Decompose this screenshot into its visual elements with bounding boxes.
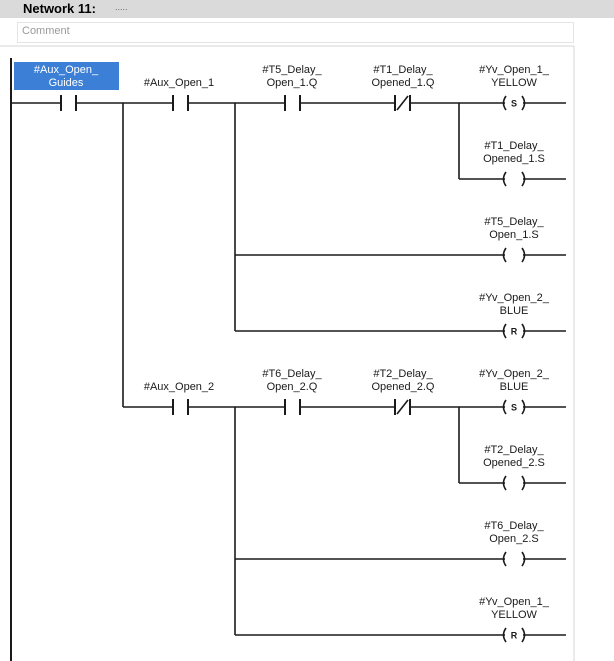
coil-t1-delay-opened-1-s[interactable]: #T1_Delay_ Opened_1.S xyxy=(483,140,545,187)
contact-t5-delay-open-1-q[interactable]: #T5_Delay_ Open_1.Q xyxy=(262,64,323,111)
coil-left-arc xyxy=(502,399,507,415)
nc-slash xyxy=(396,95,409,111)
operand-line: #Aux_Open_1 xyxy=(144,77,214,89)
operand-line: Guides xyxy=(49,77,84,89)
coil-t2-delay-opened-2-s[interactable]: #T2_Delay_ Opened_2.S xyxy=(483,444,545,491)
coil-t5-delay-open-1-s[interactable]: #T5_Delay_ Open_1.S xyxy=(484,216,545,263)
coil-left-arc xyxy=(502,95,507,111)
coil-right-arc xyxy=(521,323,526,339)
operand-line: BLUE xyxy=(500,381,529,393)
reset-coil-yv-open-2-blue[interactable]: #Yv_Open_2_ BLUE R xyxy=(479,292,550,339)
coil-symbol: R xyxy=(511,327,518,337)
operand-line: Opened_1.S xyxy=(483,153,545,165)
operand-selection-highlight xyxy=(14,62,119,90)
operand-line: #Aux_Open_2 xyxy=(144,381,214,393)
operand-line: #T5_Delay_ xyxy=(484,216,544,228)
comment-placeholder: Comment xyxy=(22,25,70,37)
operand-line: Open_2.S xyxy=(489,533,539,545)
coil-left-arc xyxy=(502,323,507,339)
nc-contact-t2-delay-opened-2-q[interactable]: #T2_Delay_ Opened_2.Q xyxy=(372,368,435,415)
operand-line: #T6_Delay_ xyxy=(262,368,322,380)
operand-line: Opened_2.S xyxy=(483,457,545,469)
operand-line: Open_2.Q xyxy=(267,381,318,393)
operand-line: #Yv_Open_1_ xyxy=(479,596,550,608)
operand-line: #T2_Delay_ xyxy=(373,368,433,380)
set-coil-yv-open-1-yellow[interactable]: #Yv_Open_1_ YELLOW S xyxy=(479,64,550,111)
reset-coil-yv-open-1-yellow[interactable]: #Yv_Open_1_ YELLOW R xyxy=(479,596,550,643)
coil-right-arc xyxy=(521,551,526,567)
operand-line: #T6_Delay_ xyxy=(484,520,544,532)
operand-line: Opened_1.Q xyxy=(372,77,435,89)
operand-line: #T5_Delay_ xyxy=(262,64,322,76)
operand-line: #Yv_Open_2_ xyxy=(479,292,550,304)
contact-aux-open-guides[interactable]: #Aux_Open_ Guides xyxy=(14,62,119,111)
operand-line: YELLOW xyxy=(491,609,537,621)
coil-left-arc xyxy=(502,247,507,263)
contact-t6-delay-open-2-q[interactable]: #T6_Delay_ Open_2.Q xyxy=(262,368,323,415)
coil-symbol: S xyxy=(511,403,517,413)
coil-right-arc xyxy=(521,95,526,111)
network-title-dots[interactable]: ..... xyxy=(115,2,128,12)
operand-line: #Yv_Open_1_ xyxy=(479,64,550,76)
nc-slash xyxy=(396,399,409,415)
network-header[interactable]: Network 11: ..... xyxy=(0,0,614,18)
coil-right-arc xyxy=(521,399,526,415)
contact-aux-open-2[interactable]: #Aux_Open_2 xyxy=(144,381,214,415)
coil-symbol: R xyxy=(511,631,518,641)
operand-line: YELLOW xyxy=(491,77,537,89)
operand-line: #T2_Delay_ xyxy=(484,444,544,456)
coil-right-arc xyxy=(521,171,526,187)
set-coil-yv-open-2-blue[interactable]: #Yv_Open_2_ BLUE S xyxy=(479,368,550,415)
contact-aux-open-1[interactable]: #Aux_Open_1 xyxy=(144,77,214,111)
coil-right-arc xyxy=(521,247,526,263)
coil-symbol: S xyxy=(511,99,517,109)
coil-right-arc xyxy=(521,475,526,491)
operand-line: BLUE xyxy=(500,305,529,317)
coil-left-arc xyxy=(502,627,507,643)
operand-line: Opened_2.Q xyxy=(372,381,435,393)
operand-line: Open_1.S xyxy=(489,229,539,241)
network-title: Network 11: xyxy=(23,1,96,16)
operand-line: #T1_Delay_ xyxy=(484,140,544,152)
operand-line: Open_1.Q xyxy=(267,77,318,89)
coil-left-arc xyxy=(502,171,507,187)
operand-line: #T1_Delay_ xyxy=(373,64,433,76)
nc-contact-t1-delay-opened-1-q[interactable]: #T1_Delay_ Opened_1.Q xyxy=(372,64,435,111)
operand-line: #Aux_Open_ xyxy=(34,64,99,76)
operand-line: #Yv_Open_2_ xyxy=(479,368,550,380)
network-comment-field[interactable]: Comment xyxy=(17,22,574,43)
coil-left-arc xyxy=(502,475,507,491)
coil-right-arc xyxy=(521,627,526,643)
coil-t6-delay-open-2-s[interactable]: #T6_Delay_ Open_2.S xyxy=(484,520,545,567)
coil-left-arc xyxy=(502,551,507,567)
